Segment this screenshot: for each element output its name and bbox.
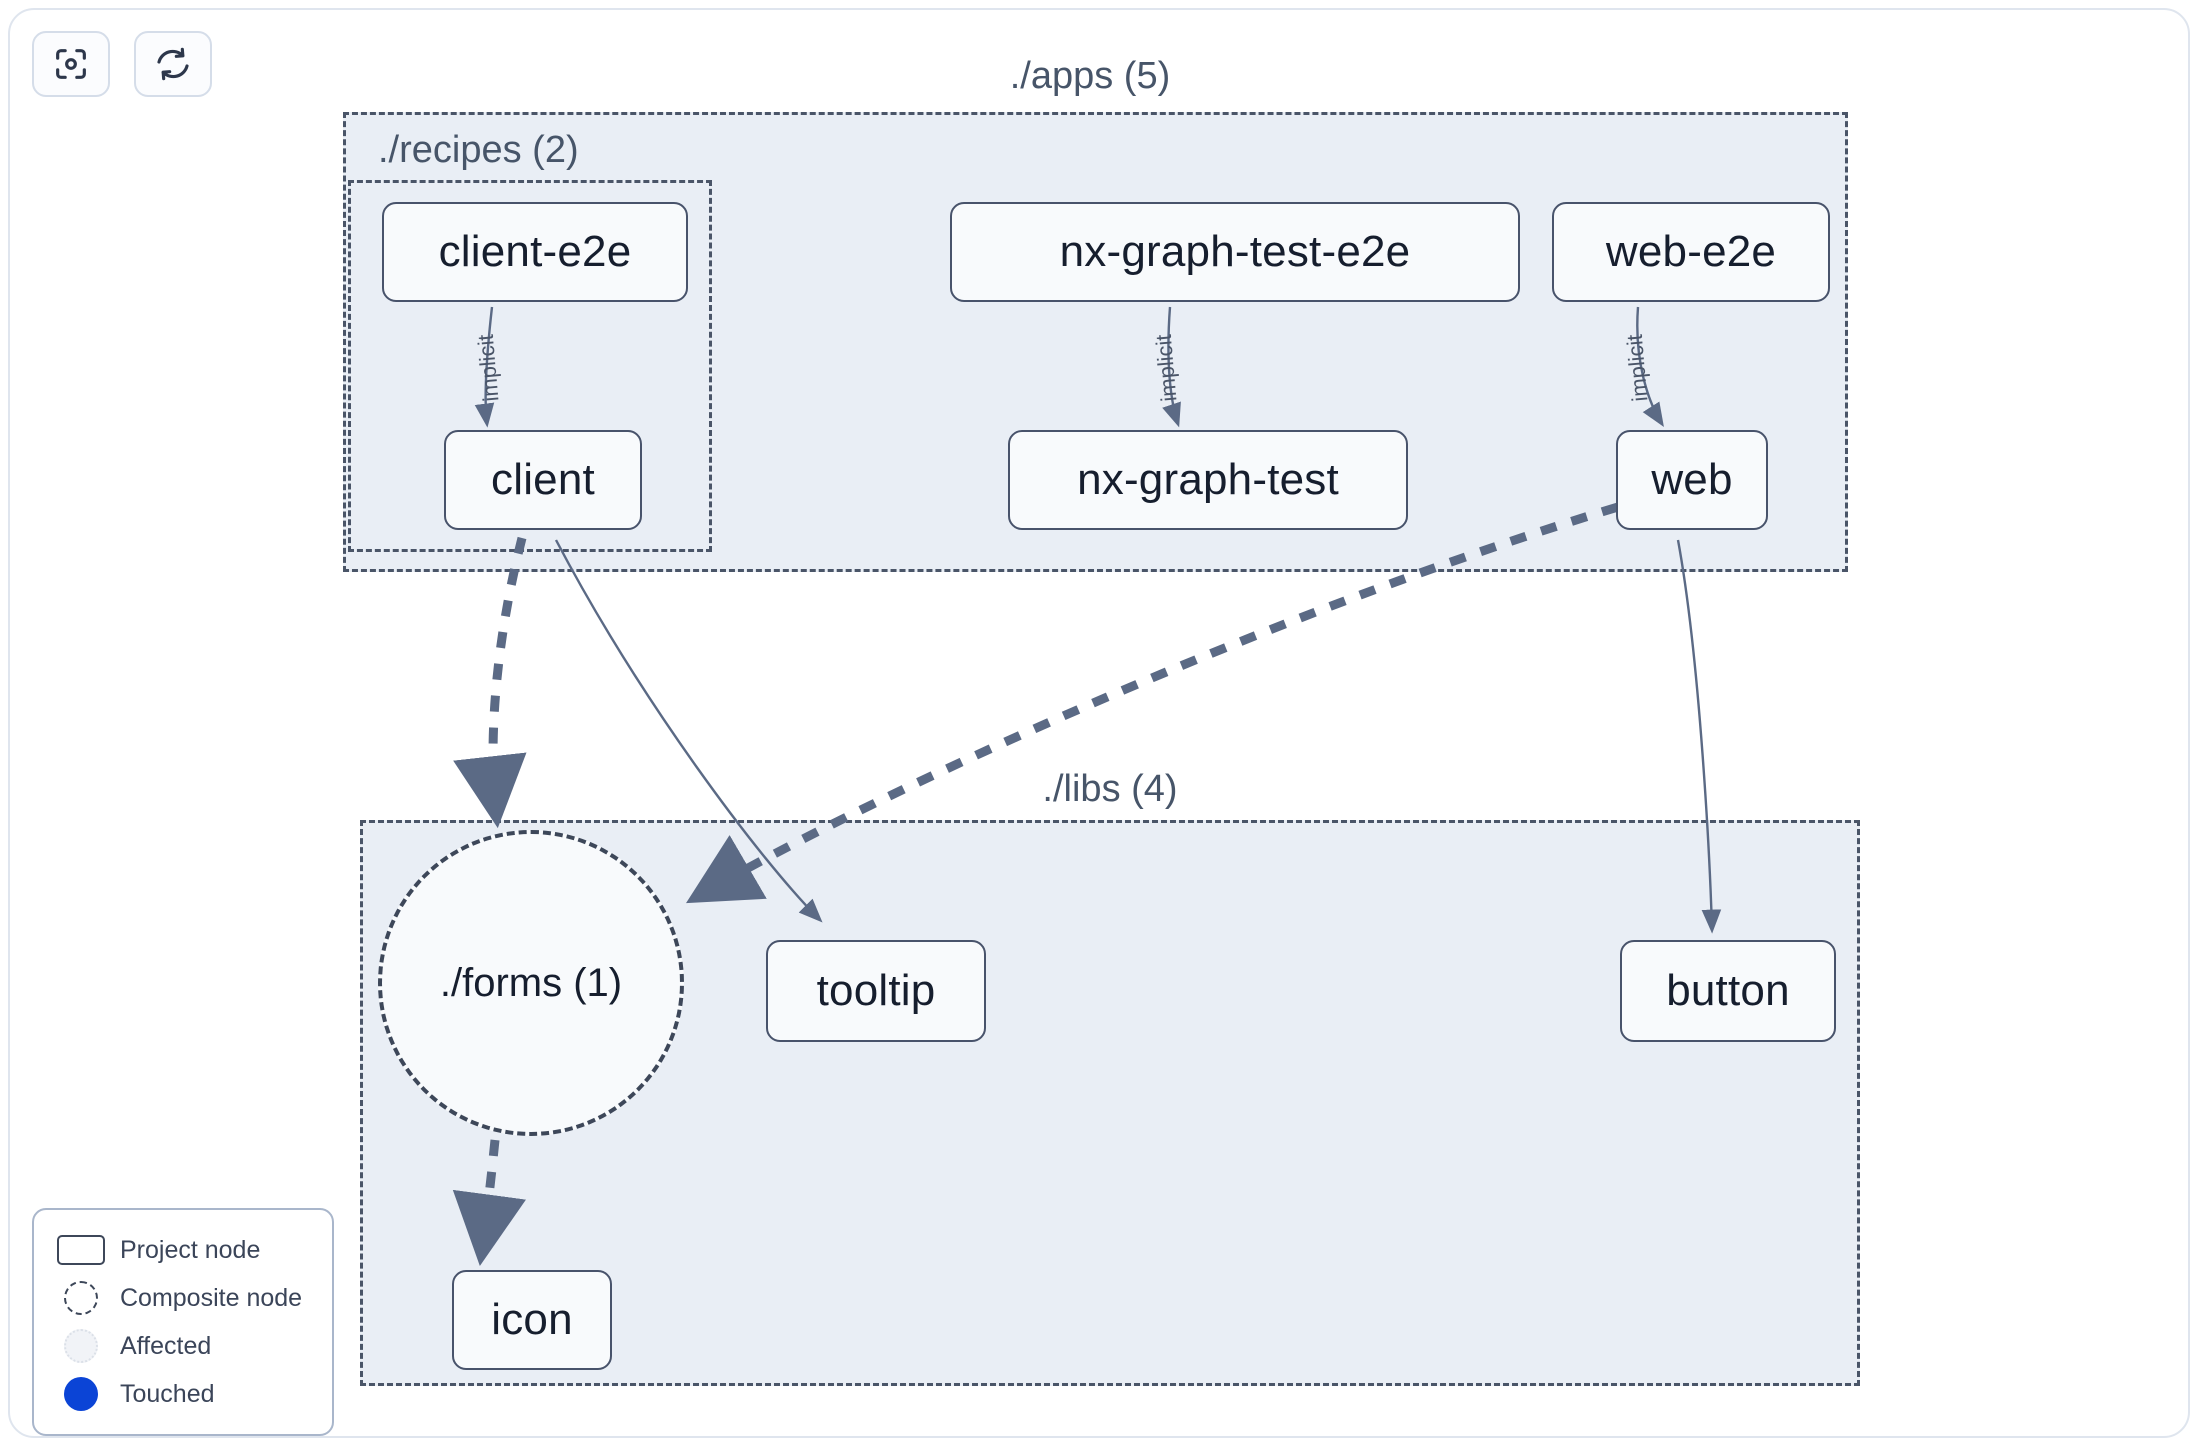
legend-item-affected: Affected (52, 1322, 314, 1370)
legend-label-touched: Touched (120, 1379, 215, 1408)
group-label-recipes: ./recipes (2) (378, 129, 579, 171)
project-node-nx-graph-test-e2e[interactable]: nx-graph-test-e2e (950, 202, 1520, 302)
project-node-web[interactable]: web (1616, 430, 1768, 530)
affected-swatch-icon (52, 1329, 110, 1363)
focus-scan-icon (51, 44, 91, 84)
group-label-libs: ./libs (4) (1042, 768, 1178, 810)
legend-panel: Project node Composite node Affected Tou… (32, 1208, 334, 1436)
composite-node-forms[interactable]: ./forms (1) (378, 830, 684, 1136)
legend-item-composite-node: Composite node (52, 1274, 314, 1322)
touched-swatch-icon (52, 1377, 110, 1411)
legend-label-project-node: Project node (120, 1235, 261, 1264)
project-node-button[interactable]: button (1620, 940, 1836, 1042)
group-label-apps: ./apps (5) (1009, 55, 1171, 97)
legend-label-composite-node: Composite node (120, 1283, 303, 1312)
legend-item-touched: Touched (52, 1370, 314, 1418)
project-node-web-e2e[interactable]: web-e2e (1552, 202, 1830, 302)
legend-label-affected: Affected (120, 1331, 212, 1360)
project-node-icon[interactable]: icon (452, 1270, 612, 1370)
composite-node-swatch-icon (52, 1281, 110, 1315)
legend-item-project-node: Project node (52, 1226, 314, 1274)
refresh-icon (153, 44, 193, 84)
refresh-graph-button[interactable] (134, 31, 212, 97)
project-node-swatch-icon (52, 1235, 110, 1265)
project-node-nx-graph-test[interactable]: nx-graph-test (1008, 430, 1408, 530)
project-node-client-e2e[interactable]: client-e2e (382, 202, 688, 302)
focus-graph-button[interactable] (32, 31, 110, 97)
project-node-client[interactable]: client (444, 430, 642, 530)
project-node-tooltip[interactable]: tooltip (766, 940, 986, 1042)
